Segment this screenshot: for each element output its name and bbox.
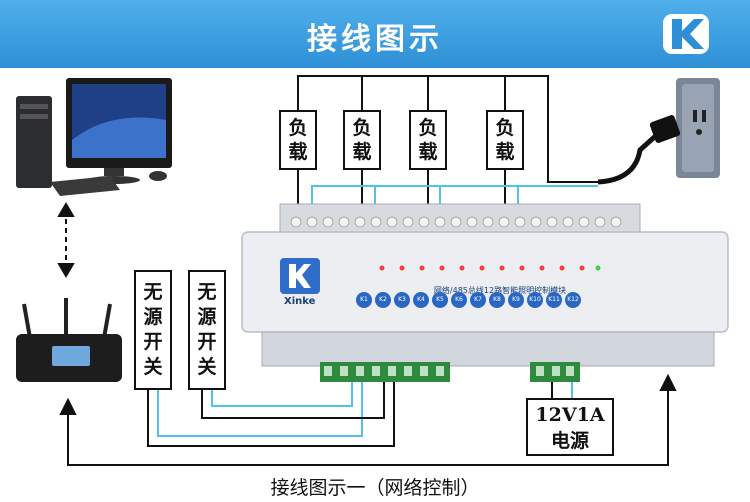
switch1-wire-cyan: [157, 380, 363, 437]
key-k5: K5: [432, 292, 448, 308]
live-bus-wire: [297, 75, 598, 183]
key-k9: K9: [508, 292, 524, 308]
key-k2: K2: [375, 292, 391, 308]
key-k1: K1: [356, 292, 372, 308]
passive-switch-1: 无源 开关: [134, 270, 172, 390]
network-link-arrow: [57, 202, 75, 278]
passive-switch-2: 无源 开关: [188, 270, 226, 390]
computer-icon: [16, 78, 172, 196]
load-box-2: 负载: [343, 110, 381, 170]
module-name-label: 网络/485总线12路智能照明控制模块: [433, 286, 567, 295]
network-control-line: [59, 373, 677, 466]
module-brand-label: Xinke: [284, 296, 316, 307]
key-k6: K6: [451, 292, 467, 308]
psu-label: 电源: [550, 430, 589, 452]
header-bar: [0, 0, 750, 68]
load-box-1: 负载: [279, 110, 317, 170]
switch1-wire-black: [147, 380, 395, 447]
switch2-wire-cyan: [211, 380, 353, 407]
power-supply-box: 12V1A 电源: [526, 398, 614, 456]
brand-logo: [663, 14, 709, 54]
router-icon: [16, 298, 122, 382]
key-k4: K4: [413, 292, 429, 308]
power-plug-icon: [597, 115, 681, 185]
psu-rating: 12V1A: [535, 404, 605, 426]
key-k11: K11: [546, 292, 562, 308]
key-k7: K7: [470, 292, 486, 308]
load-box-4: 负载: [486, 110, 524, 170]
page-title: 接线图示: [307, 22, 443, 57]
load-box-3: 负载: [409, 110, 447, 170]
neutral-bus-wire: [311, 185, 598, 212]
key-k8: K8: [489, 292, 505, 308]
key-k10: K10: [527, 292, 543, 308]
wall-socket-icon: [676, 78, 720, 178]
key-k3: K3: [394, 292, 410, 308]
key-k12: K12: [565, 292, 581, 308]
switch2-wire-black: [201, 380, 385, 419]
diagram-caption: 接线图示一（网络控制）: [270, 477, 480, 499]
